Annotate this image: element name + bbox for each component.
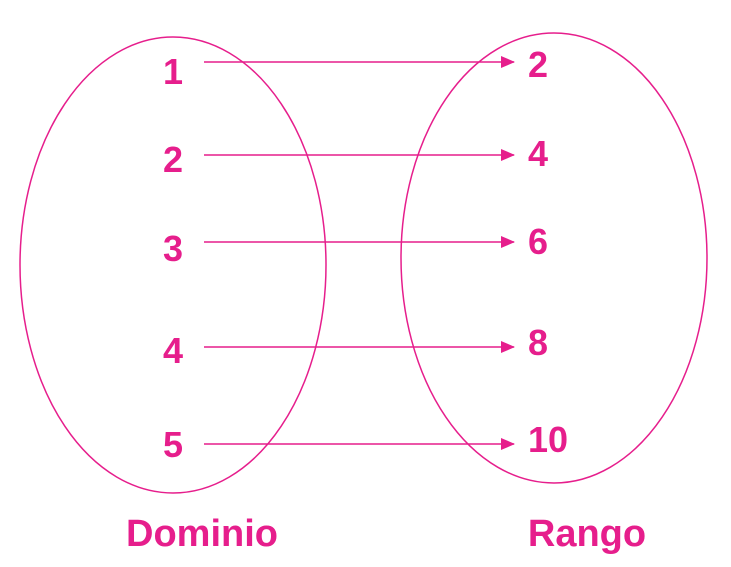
range-label: Rango: [528, 513, 646, 555]
range-value: 8: [528, 322, 548, 363]
domain-set-ellipse: [19, 36, 327, 494]
range-set-ellipse: [400, 32, 708, 484]
range-value: 2: [528, 44, 548, 85]
range-value: 10: [528, 419, 568, 460]
range-value: 4: [528, 133, 548, 174]
domain-value: 5: [163, 424, 183, 465]
domain-value: 4: [163, 330, 183, 371]
range-value: 6: [528, 221, 548, 262]
domain-value: 3: [163, 228, 183, 269]
domain-value: 1: [163, 51, 183, 92]
domain-value: 2: [163, 139, 183, 180]
domain-label: Dominio: [126, 513, 278, 555]
